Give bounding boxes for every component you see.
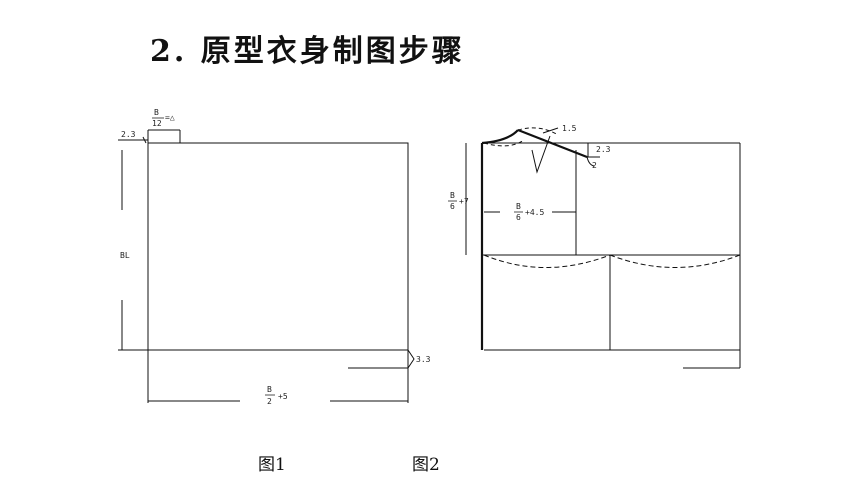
page-title: 2. 原型衣身制图步骤 [150,34,465,69]
neck-fraction-denominator: 12 [152,119,162,128]
bottom-offset-label: 3.3 [416,355,431,364]
back-fraction-denominator: 6 [516,213,521,222]
shoulder-drop-label: 1.5 [562,124,577,133]
shoulder-point-label: 2 [592,161,597,170]
depth-fraction-denominator: 6 [450,202,455,211]
neck-fraction-suffix: =△ [165,113,175,122]
back-fraction-numerator: B [516,202,521,211]
figure-2-draft [465,127,741,369]
width-fraction-denominator: 2 [267,397,272,406]
shoulder-offset-label: 2.3 [596,145,611,154]
top-offset-label: 2.3 [121,130,136,139]
figure-2-caption: 图2 [412,455,440,475]
depth-fraction-numerator: B [450,191,455,200]
depth-fraction-suffix: +7 [459,197,469,206]
width-fraction-numerator: B [267,385,272,394]
bust-line-label: BL [120,251,130,260]
figure-1-draft [118,129,415,403]
figure-2-labels: 1.5 2.3 2 B 6 +7 B 6 +4.5 [448,124,611,222]
back-fraction-suffix: +4.5 [525,208,544,217]
bodice-rectangle [147,142,409,351]
figure-1-labels: B 12 =△ 2.3 BL 3.3 B 2 +5 [120,108,431,406]
neck-fraction-numerator: B [154,108,159,117]
width-fraction-suffix: +5 [278,392,288,401]
shoulder-line [517,128,588,159]
figure-1-caption: 图1 [258,455,286,475]
